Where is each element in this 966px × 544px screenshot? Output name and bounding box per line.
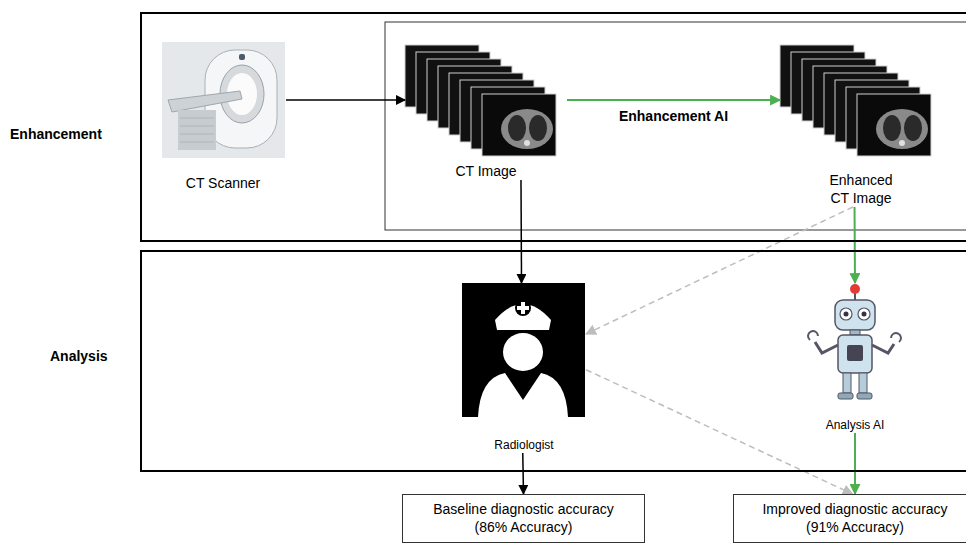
arrow-connector bbox=[854, 433, 856, 494]
arrow-connector bbox=[586, 207, 853, 334]
icon-node: Radiologist bbox=[462, 283, 586, 453]
section-band: EnhancementCT ScannerCT ImageEnhanced CT… bbox=[140, 12, 966, 242]
arrow-connector bbox=[522, 453, 524, 494]
ct-scanner-picture bbox=[162, 42, 285, 158]
icon-node: Analysis AI bbox=[800, 283, 910, 433]
radiologist-icon bbox=[462, 283, 585, 417]
section-heading: Analysis bbox=[50, 348, 108, 366]
robot-icon bbox=[808, 284, 901, 399]
node-label: CT Scanner bbox=[186, 175, 260, 193]
arrow-connector bbox=[520, 180, 522, 283]
icon-node: CT Image bbox=[405, 45, 567, 180]
arrow-connector bbox=[286, 99, 405, 101]
inner-frame bbox=[385, 22, 966, 230]
node-label: Enhanced CT Image bbox=[824, 172, 898, 207]
node-label: Analysis AI bbox=[826, 418, 885, 433]
arrow-connector bbox=[854, 207, 856, 283]
node-label: Radiologist bbox=[494, 438, 553, 453]
ct-slice-stack bbox=[780, 45, 931, 156]
icon-node: CT Scanner bbox=[160, 40, 286, 192]
result-box: Improved diagnostic accuracy (91% Accura… bbox=[733, 494, 966, 543]
edge-label: Enhancement AI bbox=[619, 108, 728, 126]
node-label: Baseline diagnostic accuracy (86% Accura… bbox=[424, 501, 624, 536]
icon-node: Enhanced CT Image bbox=[780, 45, 942, 207]
section-heading: Enhancement bbox=[10, 126, 102, 144]
result-box: Baseline diagnostic accuracy (86% Accura… bbox=[402, 494, 645, 543]
arrow-connector bbox=[586, 370, 853, 494]
section-band: AnalysisRadiologistAnalysis AI bbox=[140, 250, 966, 472]
ct-slice-stack bbox=[405, 45, 556, 156]
arrow-connector bbox=[567, 99, 780, 101]
node-label: Improved diagnostic accuracy (91% Accura… bbox=[755, 501, 955, 536]
node-label: CT Image bbox=[455, 163, 516, 181]
